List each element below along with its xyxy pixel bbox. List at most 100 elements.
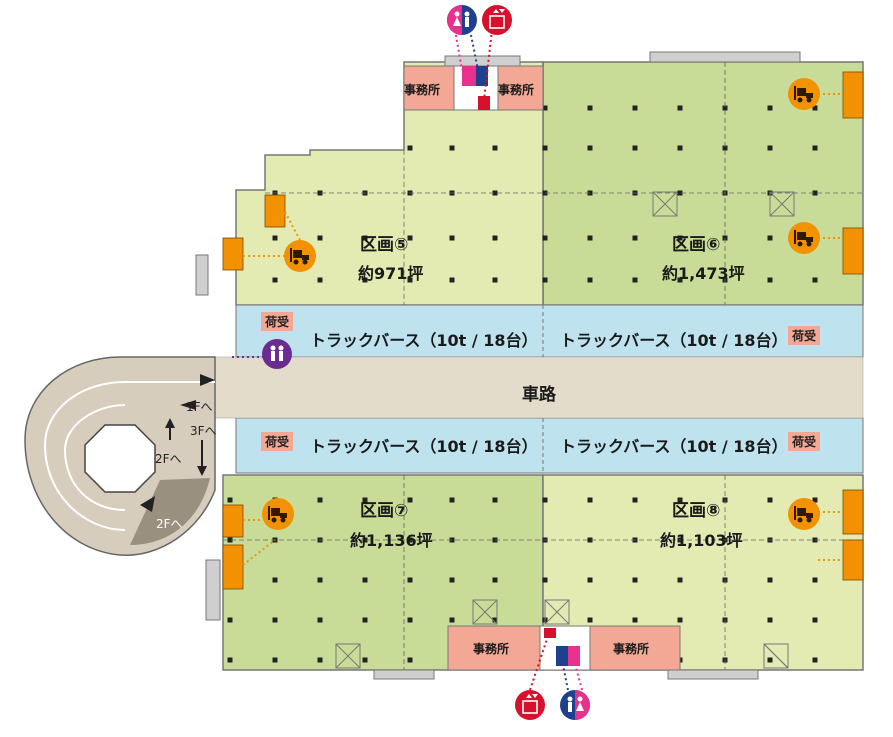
column-marker — [449, 617, 455, 623]
column-marker — [492, 190, 498, 196]
column-marker — [362, 497, 368, 503]
ramp-label-2f-bottom: 2Fへ — [156, 517, 183, 531]
column-marker — [767, 235, 773, 241]
zone-7-area: 約1,136坪 — [350, 531, 433, 550]
column-marker — [272, 577, 278, 583]
column-marker — [767, 145, 773, 151]
column-marker — [767, 657, 773, 663]
column-marker — [812, 617, 818, 623]
truck-berth-areas — [235, 304, 864, 474]
shaft-markers — [335, 191, 795, 669]
column-marker — [449, 497, 455, 503]
facility-icons — [262, 5, 590, 720]
zone-5-area: 約971坪 — [358, 264, 424, 283]
column-marker — [362, 577, 368, 583]
column-marker — [677, 577, 683, 583]
column-marker — [632, 105, 638, 111]
column-marker — [677, 235, 683, 241]
zone-5-name: 区画⑤ — [360, 235, 409, 255]
forklift-icon — [788, 222, 820, 254]
column-marker — [632, 145, 638, 151]
zone-6-name: 区画⑥ — [672, 235, 721, 255]
column-marker — [362, 277, 368, 283]
column-marker — [632, 617, 638, 623]
column-marker — [587, 617, 593, 623]
forklift-icons — [262, 78, 820, 530]
receiving-label: 荷受 — [788, 432, 821, 451]
grid-lines — [223, 62, 863, 670]
column-marker — [587, 497, 593, 503]
truck-berth-label: トラックバース（10t / 18台） — [560, 331, 788, 350]
column-marker — [492, 277, 498, 283]
column-marker — [317, 497, 323, 503]
ramp-label-1f: 1Fへ — [186, 400, 213, 414]
forklift-icon — [262, 498, 294, 530]
column-marker — [632, 497, 638, 503]
column-marker — [492, 145, 498, 151]
column-marker — [542, 497, 548, 503]
column-marker — [407, 617, 413, 623]
receiving-label: 荷受 — [788, 326, 821, 345]
column-marker — [812, 190, 818, 196]
column-marker — [272, 617, 278, 623]
column-marker — [542, 145, 548, 151]
column-marker — [677, 497, 683, 503]
column-marker — [362, 537, 368, 543]
column-marker — [317, 577, 323, 583]
column-marker — [587, 145, 593, 151]
column-marker — [587, 277, 593, 283]
column-marker — [587, 537, 593, 543]
zone-8-name: 区画⑧ — [672, 501, 721, 521]
exterior-details — [195, 51, 801, 680]
column-marker — [449, 145, 455, 151]
column-marker — [407, 497, 413, 503]
column-marker — [542, 577, 548, 583]
column-marker — [362, 235, 368, 241]
column-marker — [449, 277, 455, 283]
column-marker — [812, 497, 818, 503]
column-marker — [317, 617, 323, 623]
column-marker — [812, 277, 818, 283]
office-label: 事務所 — [404, 83, 441, 97]
column-marker — [677, 277, 683, 283]
column-marker — [767, 617, 773, 623]
column-marker — [407, 235, 413, 241]
zone-7-name: 区画⑦ — [360, 501, 409, 521]
column-marker — [317, 190, 323, 196]
column-marker — [449, 577, 455, 583]
column-marker — [317, 235, 323, 241]
receiving-label: 荷受 — [261, 432, 294, 451]
column-marker — [767, 105, 773, 111]
restroom-icon — [447, 5, 477, 35]
column-marker — [492, 497, 498, 503]
column-marker — [677, 617, 683, 623]
office-label: 事務所 — [613, 642, 650, 656]
ramp-label-3f: 3Fへ — [190, 424, 217, 438]
elevator-icon — [482, 5, 512, 35]
truck-berth-label: トラックバース（10t / 18台） — [310, 331, 538, 350]
column-marker — [812, 577, 818, 583]
column-marker — [677, 105, 683, 111]
column-marker — [542, 235, 548, 241]
forklift-icon — [284, 240, 316, 272]
column-marker — [492, 617, 498, 623]
driveway — [214, 356, 864, 419]
restroom-icon — [262, 339, 292, 369]
column-marker — [587, 105, 593, 111]
column-marker — [227, 657, 233, 663]
column-marker — [587, 577, 593, 583]
column-marker — [227, 617, 233, 623]
column-marker — [767, 277, 773, 283]
office-label: 事務所 — [498, 83, 535, 97]
column-marker — [677, 190, 683, 196]
zone-6-area: 約1,473坪 — [662, 264, 745, 283]
restroom-icon — [560, 690, 590, 720]
column-marker — [272, 657, 278, 663]
column-marker — [812, 657, 818, 663]
column-marker — [722, 105, 728, 111]
office-label: 事務所 — [473, 642, 510, 656]
column-marker — [542, 105, 548, 111]
ramp-label-2f: 2Fへ — [155, 452, 182, 466]
dock-shelters — [222, 71, 864, 590]
